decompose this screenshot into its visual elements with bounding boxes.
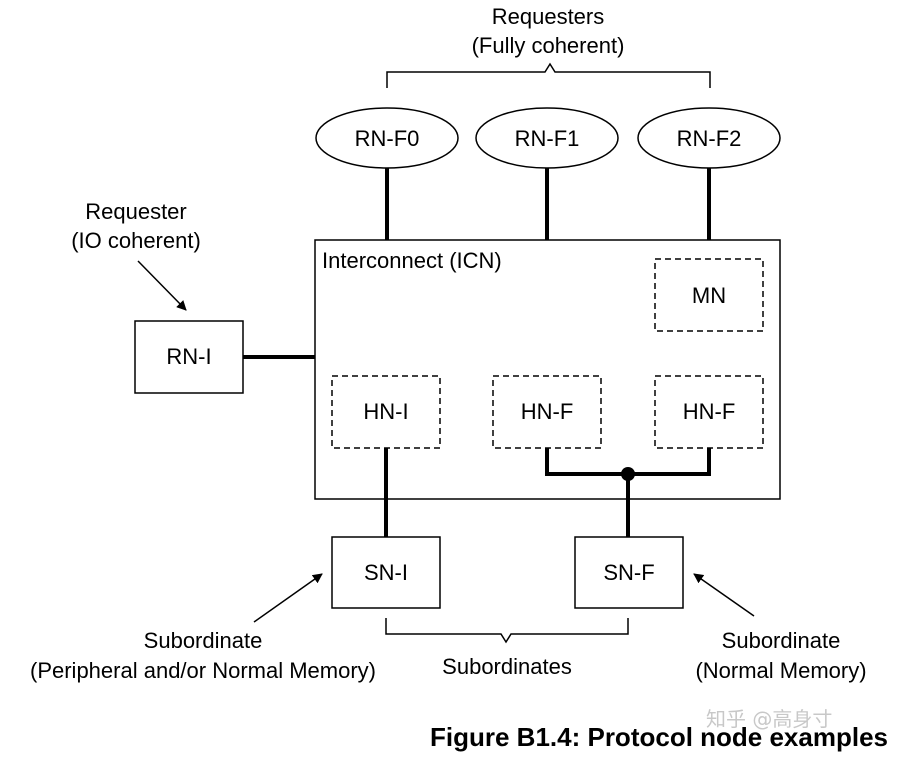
- requesters-label-line2: (Fully coherent): [472, 33, 625, 58]
- node-rn-f0-label: RN-F0: [355, 126, 420, 151]
- requester-io-label-line1: Requester: [85, 199, 187, 224]
- node-rn-f2-label: RN-F2: [677, 126, 742, 151]
- arrow-subordinate-right: [693, 573, 755, 617]
- node-hn-i-label: HN-I: [363, 399, 408, 424]
- interconnect-box: [314, 239, 781, 500]
- node-mn: [654, 258, 764, 332]
- node-rn-i-label: RN-I: [166, 344, 211, 369]
- watermark-text: 知乎 @高身寸: [706, 707, 832, 731]
- node-hn-f-2-label: HN-F: [683, 399, 736, 424]
- subordinate-left-label-line2: (Peripheral and/or Normal Memory): [30, 658, 376, 683]
- subordinates-label: Subordinates: [442, 654, 572, 679]
- arrow-subordinate-left: [253, 573, 323, 623]
- node-sn-i-label: SN-I: [364, 560, 408, 585]
- node-mn-label: MN: [692, 283, 726, 308]
- arrow-requester-io: [137, 260, 187, 311]
- requesters-label-line1: Requesters: [492, 4, 605, 29]
- subordinate-right-label-line2: (Normal Memory): [695, 658, 866, 683]
- requesters-brace: [386, 62, 711, 88]
- node-sn-f-label: SN-F: [603, 560, 654, 585]
- figure-caption: Figure B1.4: Protocol node examples: [430, 722, 888, 752]
- subordinates-brace: [385, 618, 629, 644]
- subordinate-right-label-line1: Subordinate: [722, 628, 841, 653]
- node-rn-f1-label: RN-F1: [515, 126, 580, 151]
- interconnect-label: Interconnect (ICN): [322, 248, 502, 273]
- subordinate-left-label-line1: Subordinate: [144, 628, 263, 653]
- node-sn-i: [331, 536, 441, 609]
- requester-io-label-line2: (IO coherent): [71, 228, 201, 253]
- node-sn-f: [574, 536, 684, 609]
- node-hn-f-1-label: HN-F: [521, 399, 574, 424]
